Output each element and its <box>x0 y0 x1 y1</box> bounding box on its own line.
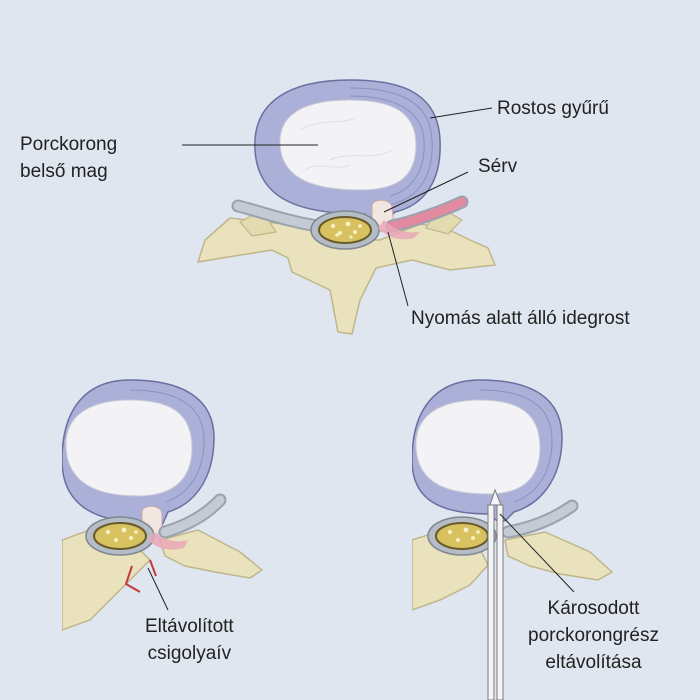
surgical-instrument <box>487 488 504 700</box>
vertebra-bone <box>159 529 264 579</box>
leader-line-lamina <box>147 567 169 611</box>
nerve-root-right <box>160 495 225 537</box>
label-annulus: Rostos gyűrű <box>497 98 609 119</box>
nucleus-pulposus <box>279 99 417 191</box>
label-discectomy-line3: eltávolítása <box>545 652 642 673</box>
nerve-root-right <box>503 501 577 537</box>
label-nucleus-line1: Porckorong <box>20 134 118 155</box>
label-laminectomy-line1: Eltávolított <box>145 616 234 637</box>
nucleus-texture <box>299 117 393 171</box>
annulus-ring <box>479 389 553 503</box>
annulus-ring <box>349 95 425 197</box>
label-discectomy-line2: porckorongrész <box>528 625 659 646</box>
label-herniation: Sérv <box>478 156 518 177</box>
removed-lamina-edge <box>124 559 157 593</box>
annulus-ring <box>129 389 205 503</box>
cord-fibers <box>330 221 362 239</box>
label-compressed-nerve: Nyomás alatt álló idegrost <box>411 308 630 329</box>
compression-area <box>148 532 188 550</box>
nerve-root-right <box>387 197 467 231</box>
label-nucleus-line2: belső mag <box>20 161 108 182</box>
label-discectomy-line1: Károsodott <box>547 598 640 619</box>
nucleus-pulposus <box>415 399 541 495</box>
cord-fibers <box>447 527 480 542</box>
spinal-cord <box>435 522 489 550</box>
label-laminectomy: Eltávolított csigolyaív <box>145 613 234 667</box>
leader-line-annulus <box>429 107 493 119</box>
nerve-root-left <box>233 201 323 231</box>
leader-line-herniation <box>383 171 469 213</box>
laminectomy-illustration <box>62 379 264 631</box>
vertebra-facet <box>239 209 277 237</box>
spinal-cord <box>318 216 372 244</box>
vertebra-bone <box>504 531 614 581</box>
spinal-cord <box>93 522 147 550</box>
cord-fibers <box>105 527 138 542</box>
vertebra-bone <box>196 217 497 335</box>
nucleus-pulposus <box>65 399 193 497</box>
label-nucleus: Porckorong belső mag <box>20 131 117 185</box>
discectomy-illustration <box>412 379 614 700</box>
label-laminectomy-line2: csigolyaív <box>147 643 232 664</box>
leader-line-disc-removal <box>499 513 575 593</box>
label-discectomy: Károsodott porckorongrész eltávolítása <box>528 595 659 676</box>
leader-line-nerve <box>387 231 409 307</box>
annulus-ring <box>349 87 433 205</box>
vertebra-top <box>196 79 497 335</box>
